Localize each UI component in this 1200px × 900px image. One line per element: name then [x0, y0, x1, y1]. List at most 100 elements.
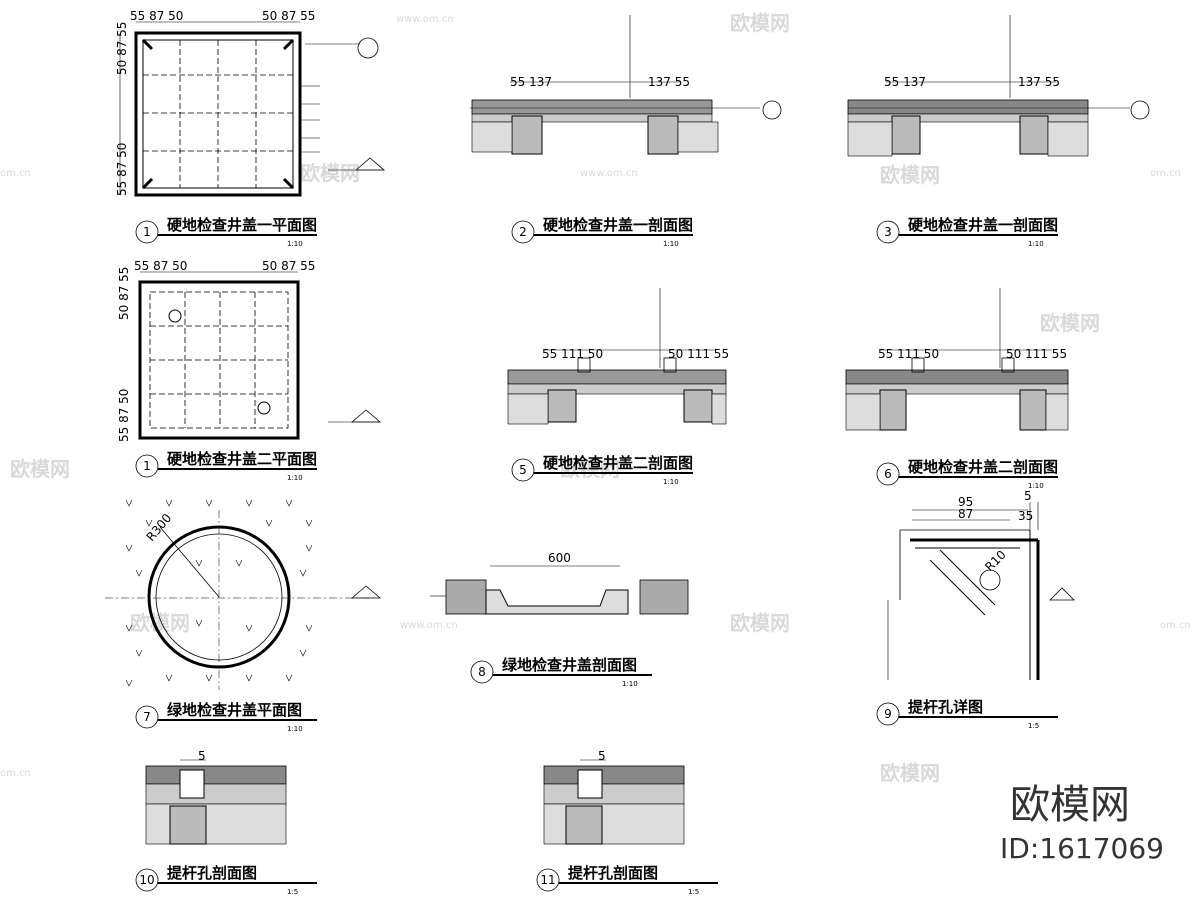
- section-view-6: [845, 288, 1069, 431]
- panel-title-block: 2 硬地检查井盖一剖面图 1:10: [511, 216, 693, 248]
- dimension-label: 5: [598, 749, 606, 763]
- panel-number-circle: [470, 660, 494, 684]
- dimension-label: 87: [958, 507, 973, 521]
- watermark-url: om.cn: [0, 768, 31, 779]
- panel-number: 9: [884, 707, 892, 721]
- panel-number-circle: [135, 868, 159, 892]
- panel-number-circle: [511, 458, 535, 482]
- panel-scale: 1:10: [287, 240, 303, 248]
- section-view-8: [430, 565, 689, 615]
- panel-number: 10: [139, 873, 154, 887]
- dimension-label: 55 137: [884, 75, 926, 89]
- watermark-url: www.om.cn: [580, 168, 638, 179]
- watermark-text: 欧模网: [880, 163, 940, 187]
- panel-number-circle: [511, 220, 535, 244]
- watermark-text: 欧模网: [560, 457, 620, 481]
- dimension-label: 5: [1024, 489, 1032, 503]
- panel-title: 提杆孔剖面图: [167, 864, 257, 882]
- panel-title-block: 1 硬地检查井盖二平面图 1:10: [135, 450, 317, 482]
- dimension-label: R10: [982, 548, 1009, 575]
- dimension-label: 50 87 55: [115, 22, 129, 75]
- plan-view-1: [119, 21, 386, 197]
- panel-number: 1: [143, 459, 151, 473]
- dimension-label: 137 55: [648, 75, 690, 89]
- watermark-text: 欧模网: [1040, 311, 1100, 335]
- panel-number: 8: [478, 665, 486, 679]
- panel-title-block: 5 硬地检查井盖二剖面图 1:10: [511, 454, 693, 486]
- panel-number: 2: [519, 225, 527, 239]
- section-view-5: [507, 288, 727, 425]
- panel-scale: 1:10: [663, 478, 679, 486]
- panel-number: 1: [143, 225, 151, 239]
- dimension-label: 50 87 55: [262, 259, 315, 273]
- panel-title-block: 9 提杆孔详图 1:5: [876, 698, 1058, 730]
- panel-number-circle: [135, 220, 159, 244]
- dimension-label: 5: [198, 749, 206, 763]
- watermark-url: www.om.cn: [400, 620, 458, 631]
- panel-number-circle: [536, 868, 560, 892]
- panel-number-circle: [135, 705, 159, 729]
- detail-view-9: [887, 502, 1075, 680]
- dimension-label: 55 137: [510, 75, 552, 89]
- panel-title-block: 3 硬地检查井盖一剖面图 1:10: [876, 216, 1058, 248]
- section-view-11: [543, 759, 685, 845]
- dimension-label: 55 111 50: [542, 347, 603, 361]
- panel-title: 硬地检查井盖二剖面图: [908, 458, 1058, 476]
- watermark-url: om.cn: [0, 168, 31, 179]
- panel-number: 6: [884, 467, 892, 481]
- panel-scale: 1:10: [663, 240, 679, 248]
- dimension-label: 50 87 55: [117, 267, 131, 320]
- plan-view-2: [138, 271, 382, 440]
- dimension-label: 55 87 50: [117, 389, 131, 442]
- dimension-label: 55 87 50: [115, 143, 129, 196]
- panel-number-circle: [876, 220, 900, 244]
- watermark-text: 欧模网: [300, 161, 360, 185]
- dimension-label: 50 111 55: [668, 347, 729, 361]
- dimension-label: 55 87 50: [130, 9, 183, 23]
- dimension-label: 35: [1018, 509, 1033, 523]
- watermark-url: om.cn: [1160, 620, 1191, 631]
- panel-title: 硬地检查井盖一剖面图: [543, 216, 693, 234]
- panel-title-block: 10 提杆孔剖面图 1:5: [135, 864, 317, 896]
- panel-title: 提杆孔详图: [908, 698, 983, 716]
- panel-number: 3: [884, 225, 892, 239]
- panel-scale: 1:5: [688, 888, 699, 896]
- section-view-10: [145, 759, 287, 845]
- panel-scale: 1:10: [287, 725, 303, 733]
- panel-number-circle: [876, 462, 900, 486]
- panel-title: 提杆孔剖面图: [568, 864, 658, 882]
- watermark-url: www.om.cn: [396, 14, 454, 25]
- panel-number-circle: [135, 454, 159, 478]
- dimension-label: 50 111 55: [1006, 347, 1067, 361]
- id-label: ID:1617069: [1000, 832, 1164, 865]
- panel-title: 绿地检查井盖剖面图: [502, 656, 637, 674]
- panel-title: 绿地检查井盖平面图: [167, 701, 302, 719]
- plan-view-7: [105, 499, 382, 690]
- watermark-text: 欧模网: [730, 11, 790, 35]
- dimension-label: 50 87 55: [262, 9, 315, 23]
- panel-title: 硬地检查井盖二剖面图: [543, 454, 693, 472]
- panel-scale: 1:5: [287, 888, 298, 896]
- watermark-text: 欧模网: [730, 611, 790, 635]
- section-view-2: [470, 15, 782, 155]
- panel-title: 硬地检查井盖二平面图: [167, 450, 317, 468]
- panel-scale: 1:10: [1028, 240, 1044, 248]
- panel-scale: 1:10: [1028, 482, 1044, 490]
- panel-number: 5: [519, 463, 527, 477]
- watermark-url: om.cn: [1150, 168, 1181, 179]
- panel-title: 硬地检查井盖一剖面图: [908, 216, 1058, 234]
- watermark-text: 欧模网: [130, 611, 190, 635]
- dimension-label: 137 55: [1018, 75, 1060, 89]
- panel-scale: 1:5: [1028, 722, 1039, 730]
- watermark-text: 欧模网: [10, 457, 70, 481]
- panel-scale: 1:10: [287, 474, 303, 482]
- dimension-label: 95: [958, 495, 973, 509]
- dimension-label: 55 87 50: [134, 259, 187, 273]
- brand-mark: 欧模网: [1010, 782, 1130, 828]
